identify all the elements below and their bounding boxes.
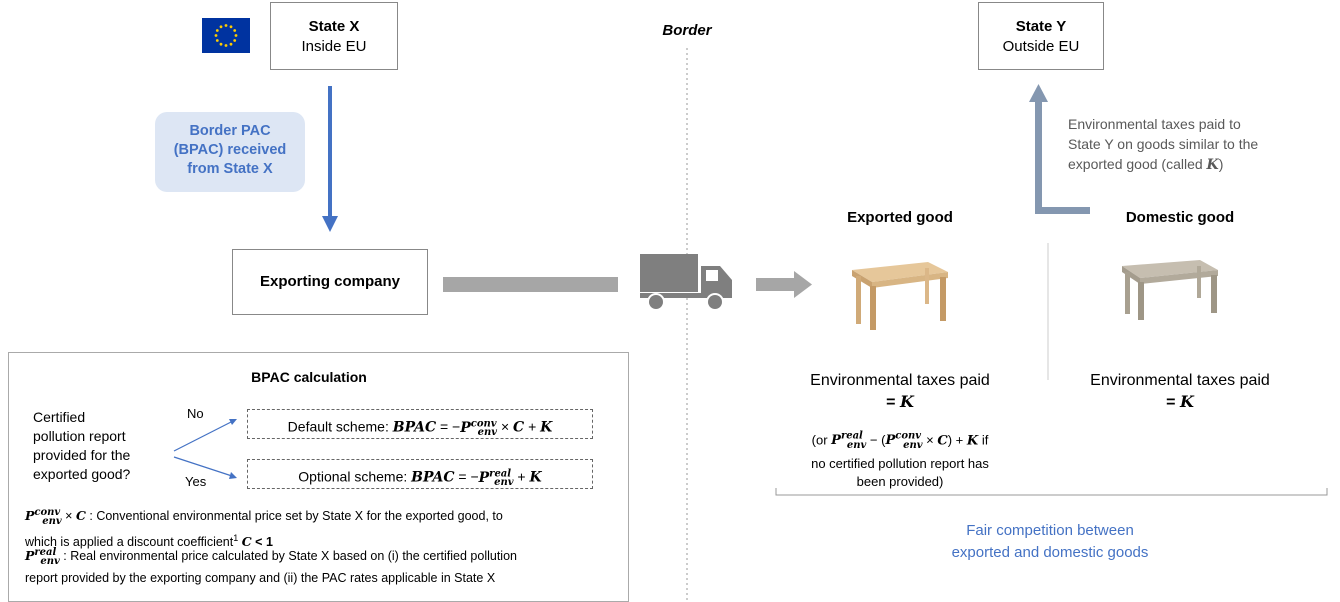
fair-competition-label: Fair competition between exported and do… xyxy=(905,520,1195,564)
exported-good-title: Exported good xyxy=(847,209,953,226)
domestic-taxes-label: Environmental taxes paid xyxy=(1090,372,1270,389)
exported-table-image xyxy=(848,250,952,330)
bpac-calculation-box: BPAC calculation Certified pollution rep… xyxy=(8,352,629,602)
tax-arrow-horizontal xyxy=(1042,207,1090,214)
yes-label: Yes xyxy=(185,474,207,489)
bpac-received-line1: Border PAC xyxy=(189,123,271,139)
ship-arrow-head xyxy=(794,271,812,298)
env-taxes-line1: Environmental taxes paid to xyxy=(1068,116,1241,132)
border-label: Border xyxy=(662,22,712,39)
env-taxes-note: Environmental taxes paid to State Y on g… xyxy=(1068,114,1328,175)
domestic-table-image xyxy=(1118,252,1222,322)
truck-icon xyxy=(640,252,735,314)
bpac-question: Certified pollution report provided for … xyxy=(33,409,131,482)
exporting-company-box: Exporting company xyxy=(232,249,428,315)
exported-taxes-note: (or Prealenv − (Pconvenv × C) + K if no … xyxy=(780,428,1020,491)
exported-note-line3: been provided) xyxy=(856,473,944,489)
decision-arrows xyxy=(173,419,237,479)
tax-arrow-vertical xyxy=(1035,100,1042,214)
domestic-good-title: Domestic good xyxy=(1125,209,1235,226)
state-y-subtitle: Outside EU xyxy=(1002,38,1080,55)
env-taxes-line2: State Y on goods similar to the xyxy=(1068,136,1259,152)
bpac-received-line3: from State X xyxy=(187,161,273,177)
bpac-calc-title: BPAC calculation xyxy=(251,369,367,385)
def-conv: Pconvenv × C : Conventional environmenta… xyxy=(25,507,503,549)
state-x-subtitle: Inside EU xyxy=(301,38,367,55)
exported-taxes-value: = K xyxy=(886,392,914,411)
tax-arrow-head xyxy=(1029,84,1048,102)
export-bar xyxy=(443,277,618,292)
fair-competition-line2: exported and domestic goods xyxy=(951,544,1149,561)
no-label: No xyxy=(187,406,204,421)
optional-scheme-box: Optional scheme: BPAC = −Prealenv + K xyxy=(247,459,593,489)
eu-flag-icon xyxy=(202,18,250,53)
state-y-box: State Y Outside EU xyxy=(978,2,1104,70)
exported-note-line2: no certified pollution report has xyxy=(811,455,989,471)
state-x-title: State X xyxy=(308,18,360,35)
env-taxes-line3: exported good (called K) xyxy=(1068,156,1224,173)
bpac-arrow-head xyxy=(322,216,338,232)
exported-taxes-label: Environmental taxes paid xyxy=(810,372,990,389)
goods-bracket xyxy=(775,488,1328,496)
bpac-received-line2: (BPAC) received xyxy=(173,142,287,158)
state-x-box: State X Inside EU xyxy=(270,2,398,70)
default-scheme-box: Default scheme: BPAC = −Pconvenv × C + K xyxy=(247,409,593,439)
fair-competition-line1: Fair competition between xyxy=(966,522,1134,539)
ship-arrow-shaft xyxy=(756,278,794,291)
bpac-received-label: Border PAC (BPAC) received from State X xyxy=(155,112,305,192)
state-y-title: State Y xyxy=(1015,18,1067,35)
exported-note-line1: (or Prealenv − (Pconvenv × C) + K if xyxy=(811,431,989,451)
def-real: Prealenv : Real environmental price calc… xyxy=(25,547,517,585)
domestic-taxes-value: = K xyxy=(1166,392,1194,411)
